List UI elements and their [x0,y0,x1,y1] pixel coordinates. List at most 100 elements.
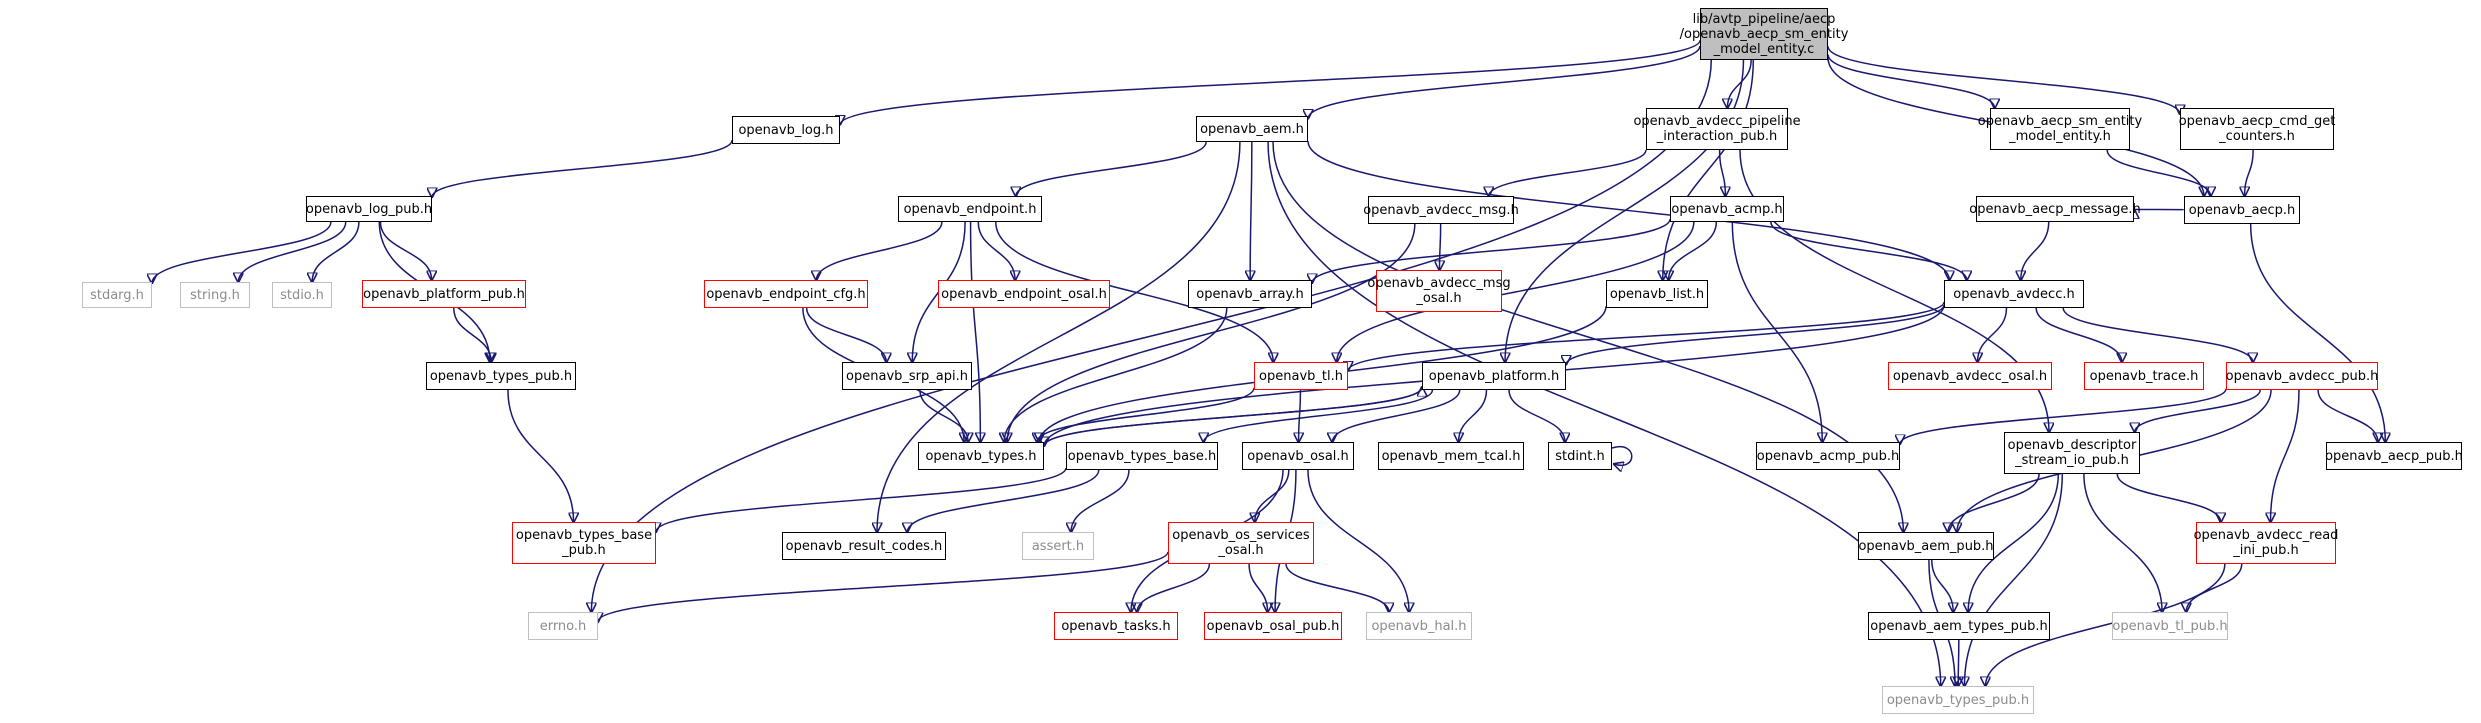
edge-endpoint-to-endpoint_osal [977,221,1015,280]
node-openavb-aem-types-pub-h[interactable]: openavb_aem_types_pub.h [1868,612,2050,640]
node-openavb-avdecc-osal-h[interactable]: openavb_avdecc_osal.h [1888,362,2052,390]
edge-pipeline-to-acmp [1718,149,1726,196]
edge-root-to-list [1663,59,1755,280]
node-openavb-aem-pub-h[interactable]: openavb_aem_pub.h [1858,532,1994,560]
node-stdio-h: stdio.h [272,282,332,308]
edge-log-to-log_pub [432,139,733,197]
node-openavb-tasks-h[interactable]: openavb_tasks.h [1054,612,1178,640]
edge-root-to-aecp_sm [1827,54,1995,108]
node-openavb-types-h[interactable]: openavb_types.h [918,442,1044,470]
edge-os_services_osal-to-osal_pub [1248,563,1268,612]
edge-acmp-to-tl [1337,221,1695,362]
edge-log_pub-to-string [238,221,347,282]
node-openavb-acmp-pub-h[interactable]: openavb_acmp_pub.h [1756,442,1900,470]
edge-avdecc-to-tl [1348,301,1945,371]
edge-platform-to-stdint [1508,389,1565,442]
edge-avdecc_pub-to-avdecc_read_ini [2271,389,2300,522]
edge-endpoint-to-tl [995,221,1273,362]
edge-root-to-log [840,39,1701,124]
node-openavb-types-base-pub-h[interactable]: openavb_types_base _pub.h [512,522,656,564]
edge-root-to-aem [1308,45,1701,119]
edge-types_base-to-assert [1071,469,1130,532]
edge-log_pub-to-platform_pub [379,221,431,280]
node-openavb-aecp-cmd-get-counters-h[interactable]: openavb_aecp_cmd_get _counters.h [2179,108,2335,150]
node-openavb-endpoint-cfg-h[interactable]: openavb_endpoint_cfg.h [704,280,868,308]
edge-avdecc_read_ini-to-tl_pub [2186,563,2243,612]
node-openavb-aecp-pub-h[interactable]: openavb_aecp_pub.h [2325,442,2463,470]
edge-avdecc-to-avdecc_pub [2062,307,2253,362]
node-openavb-log-h[interactable]: openavb_log.h [732,116,840,144]
edge-aem-to-avdecc [1307,141,1949,280]
node-openavb-aecp-message-h[interactable]: openavb_aecp_message.h [1969,196,2141,222]
node-openavb-platform-pub-h[interactable]: openavb_platform_pub.h [362,280,526,308]
edge-root-to-errno [591,59,1712,612]
edge-os_services_osal-to-hal [1285,563,1389,612]
node-openavb-mem-tcal-h[interactable]: openavb_mem_tcal.h [1378,442,1524,470]
edge-avdecc_read_ini-to-types_pub_bottom [1985,563,2226,686]
edge-avdecc_pub-to-descriptor_stream [2135,389,2261,432]
node-openavb-log-pub-h[interactable]: openavb_log_pub.h [306,196,432,222]
node-openavb-descriptor-stream-io-pub-h[interactable]: openavb_descriptor _stream_io_pub.h [2004,432,2140,474]
node-openavb-avdecc-msg-osal-h[interactable]: openavb_avdecc_msg _osal.h [1367,270,1511,312]
edge-tl-to-osal [1299,389,1301,442]
edge-types_base-to-result_codes [907,469,1100,532]
node-openavb-types-pub-h[interactable]: openavb_types_pub.h [426,362,576,390]
node-openavb-aecp-sm-entity-model-entity-h[interactable]: openavb_aecp_sm_entity _model_entity.h [1978,108,2142,150]
node-openavb-endpoint-h[interactable]: openavb_endpoint.h [898,196,1042,222]
edge-aecp-to-aecp_pub [2249,223,2386,442]
edge-platform-to-osal [1332,389,1461,442]
node-openavb-avdecc-pub-h[interactable]: openavb_avdecc_pub.h [2226,362,2378,390]
node-openavb-acmp-h[interactable]: openavb_acmp.h [1670,196,1784,222]
node-openavb-array-h[interactable]: openavb_array.h [1188,280,1312,308]
edge-endpoint-to-types [969,221,981,442]
node-openavb-endpoint-osal-h[interactable]: openavb_endpoint_osal.h [938,280,1110,308]
node-openavb-list-h[interactable]: openavb_list.h [1606,280,1708,308]
node-openavb-srp-api-h[interactable]: openavb_srp_api.h [842,362,972,390]
edge-endpoint-to-endpoint_cfg [816,221,943,280]
node-stdint-h[interactable]: stdint.h [1548,442,1612,470]
node-openavb-tl-h[interactable]: openavb_tl.h [1254,362,1348,390]
edge-platform-to-types_base [1204,389,1434,442]
node-openavb-osal-h[interactable]: openavb_osal.h [1242,442,1354,470]
node-openavb-platform-h[interactable]: openavb_platform.h [1422,362,1566,390]
edge-os_services_osal-to-tasks [1137,563,1211,612]
edge-root-to-pipeline [1727,59,1752,108]
edge-avdecc_pub-to-acmp_pub [1900,388,2227,444]
edge-stdint-self-loop [1612,445,1633,466]
edge-pipeline-to-avdecc_msg [1489,149,1647,196]
node-openavb-trace-h[interactable]: openavb_trace.h [2084,362,2204,390]
node-openavb-avdecc-pipeline-interaction-pub-h[interactable]: openavb_avdecc_pipeline _interaction_pub… [1633,108,1801,150]
edge-log_pub-to-stdio [312,221,360,282]
edge-descriptor_stream-to-avdecc_read_ini [2116,473,2220,522]
node-openavb-avdecc-h[interactable]: openavb_avdecc.h [1944,280,2084,308]
edge-acmp-to-array [1312,218,1671,283]
node-openavb-result-codes-h[interactable]: openavb_result_codes.h [782,532,946,560]
node-openavb-os-services-osal-h[interactable]: openavb_os_services _osal.h [1168,522,1314,564]
edge-osal-to-hal [1307,469,1409,612]
edge-acmp-to-acmp_pub [1731,221,1822,442]
node-openavb-aem-h[interactable]: openavb_aem.h [1196,116,1308,142]
node-openavb-avdecc-msg-h[interactable]: openavb_avdecc_msg.h [1363,196,1519,224]
edge-descriptor_stream-to-tl_pub [2083,473,2162,612]
edge-aem-to-types_pub_bottom [1267,141,1941,686]
edge-aem-to-array [1250,141,1252,280]
node-openavb-avdecc-read-ini-pub-h[interactable]: openavb_avdecc_read _ini_pub.h [2194,522,2338,564]
edge-cmd_get-to-aecp [2245,149,2254,196]
node-assert-h: assert.h [1022,532,1094,560]
edge-descriptor_stream-to-aem_pub [1948,473,2040,532]
node-openavb-types-base-h[interactable]: openavb_types_base.h [1066,442,1218,470]
node-openavb-osal-pub-h[interactable]: openavb_osal_pub.h [1204,612,1342,640]
edge-root-to-cmd_get [1827,46,2180,114]
node-openavb-hal-h: openavb_hal.h [1366,612,1472,640]
edge-srp_api-to-types [919,389,968,442]
edge-avdecc-to-avdecc_osal [1978,307,2008,362]
node-string-h: string.h [180,282,250,308]
node-stdarg-h: stdarg.h [82,282,152,308]
node-openavb-aecp-h[interactable]: openavb_aecp.h [2184,196,2300,224]
edge-platform_pub-to-types_pub [452,307,492,362]
node-openavb-tl-pub-h: openavb_tl_pub.h [2112,612,2228,640]
edge-types-to-platform [1043,387,1422,447]
edge-types_base-to-types_base_pub [656,467,1067,532]
edge-osal-to-os_services_osal [1255,469,1290,522]
